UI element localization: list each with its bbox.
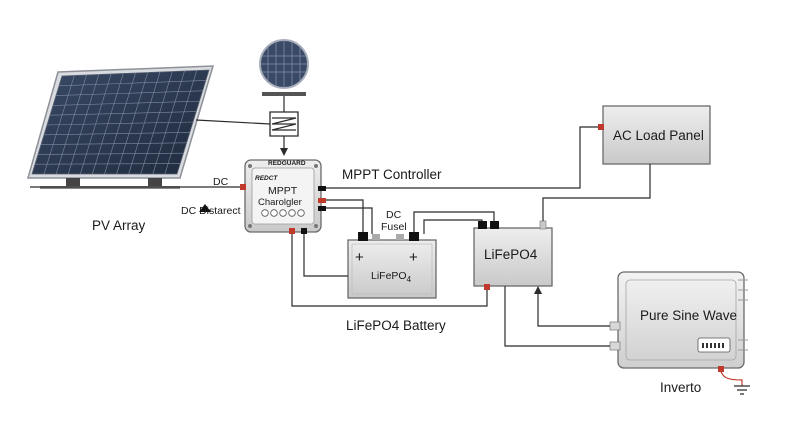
ac-load-panel-label: AC Load Panel <box>613 128 704 143</box>
pv-leg-left <box>66 178 80 188</box>
controller-terminal-out-2 <box>318 198 326 203</box>
pv-cell-col-line <box>116 72 149 175</box>
inverter-terminal <box>718 366 724 372</box>
pv-cell-col-line <box>152 70 185 175</box>
inverter-caption: Inverto <box>660 380 701 395</box>
wire-lifepo4-inverter-1 <box>537 292 610 327</box>
dc-disconnect-label: DC Distarect <box>181 205 241 217</box>
controller-line-2: Charolgler <box>258 197 302 208</box>
dc-fuse-label-2: Fusel <box>381 221 407 233</box>
dc-label: DC <box>213 176 229 188</box>
ground-icon <box>720 371 750 395</box>
ac-panel-terminal <box>598 124 604 130</box>
battery-terminal-positive <box>409 232 419 241</box>
battery-plus-left: + <box>355 249 364 266</box>
lifepo4-unit <box>473 220 553 290</box>
pv-cell-col-line <box>104 72 136 175</box>
controller-terminal-bottom-1 <box>289 228 295 234</box>
lifepo4-terminal-3 <box>539 220 547 230</box>
pv-cell-col-line <box>55 74 87 175</box>
controller-terminal-in <box>240 184 246 190</box>
controller-terminal-bottom-2 <box>301 228 307 234</box>
battery-text-sub: 4 <box>407 275 412 284</box>
controller-badge: REDGUARD <box>268 160 306 167</box>
controller-brand: REDCT <box>255 175 278 182</box>
pv-cell-col-line <box>164 70 198 175</box>
pv-cell-col-line <box>140 71 173 175</box>
lifepo4-terminal-2 <box>490 221 499 229</box>
pv-cell-col-line <box>67 74 100 175</box>
pv-array-label: PV Array <box>92 218 146 233</box>
inverter-port-in-2 <box>609 341 621 351</box>
controller-terminal-out-3 <box>318 206 326 211</box>
controller-buttons <box>261 209 305 217</box>
controller-line-1: MPPT <box>268 185 298 197</box>
dc-disconnect-marker <box>199 204 211 212</box>
dc-breaker-icon <box>269 96 299 156</box>
wire-pv-breaker <box>195 119 271 125</box>
mppt-controller <box>240 159 326 234</box>
pv-cell-col-line <box>128 71 161 175</box>
battery-terminal-negative <box>358 232 368 241</box>
wire-ac-panel-lifepo4 <box>542 164 651 221</box>
lifepo4-box-label: LiFePO4 <box>484 247 538 262</box>
battery-text: LiFePO4 <box>371 270 412 284</box>
wire-controller-battery-pos <box>326 207 373 234</box>
battery-plus-right: + <box>409 249 418 266</box>
pv-cell-col-line <box>43 75 75 175</box>
wire-controller-lifepo4-loop <box>291 234 488 307</box>
inverter <box>609 271 748 372</box>
battery <box>347 232 437 299</box>
wire-battery-lifepo4-1 <box>413 211 495 232</box>
pv-leg-right <box>148 178 162 188</box>
wire-controller-battery-bottom <box>303 234 348 277</box>
controller-terminal-out-1 <box>318 186 326 191</box>
battery-caption: LiFePO4 Battery <box>346 318 446 333</box>
pv-cell-col-line <box>80 73 112 175</box>
pv-array <box>27 65 215 189</box>
ac-load-panel <box>598 105 711 165</box>
battery-text-main: LiFePO <box>371 270 407 282</box>
lifepo4-terminal-bottom <box>484 284 490 290</box>
wire-lifepo4-inverter-2 <box>504 286 610 347</box>
inverter-label: Pure Sine Wave <box>640 308 737 323</box>
wire-battery-lifepo4-2 <box>423 219 483 234</box>
pv-cell-col-line <box>92 73 124 175</box>
inverter-port-in-1 <box>609 321 621 331</box>
mppt-controller-label: MPPT Controller <box>342 167 442 182</box>
wire-controller-battery-neg <box>326 199 364 232</box>
arrow-up-icon <box>534 286 542 294</box>
dc-fuse-label-1: DC <box>386 209 402 221</box>
pv-cell-grid <box>34 70 206 175</box>
lifepo4-terminal-1 <box>478 221 487 229</box>
sun-sensor-icon <box>259 39 309 96</box>
wire-controller-ac-panel <box>326 126 598 189</box>
